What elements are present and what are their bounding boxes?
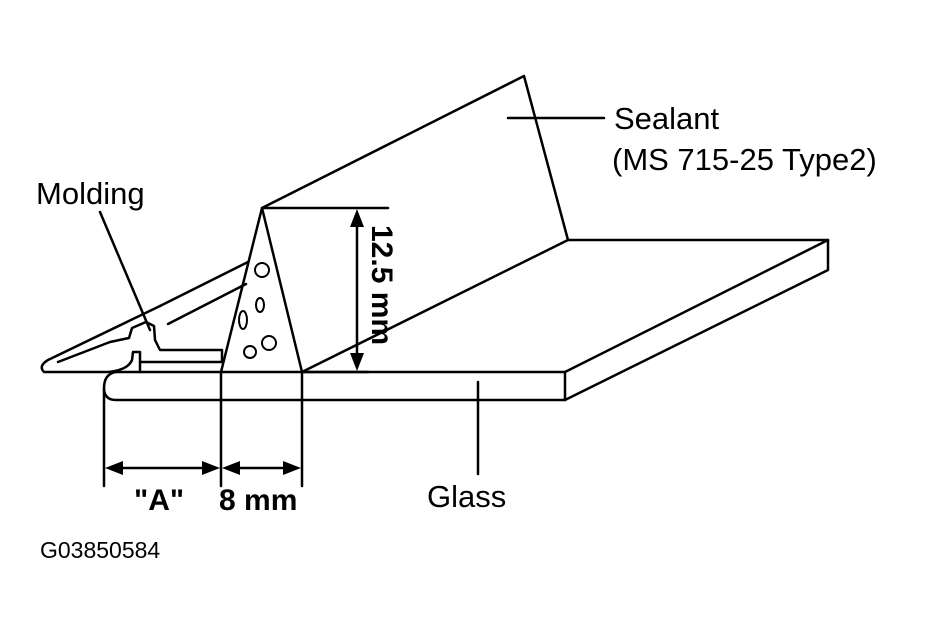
bubble: [254, 262, 270, 278]
arrow-left-icon: [105, 461, 123, 475]
figure-code: G03850584: [40, 537, 160, 563]
glass-label: Glass: [427, 479, 506, 514]
arrow-down-icon: [350, 353, 364, 371]
arrow-left-icon: [222, 461, 240, 475]
height-label: 12.5 mm: [365, 225, 398, 345]
sealant-spec-label: (MS 715-25 Type2): [612, 142, 877, 177]
arrow-right-icon: [283, 461, 301, 475]
bubble: [243, 345, 257, 359]
molding-leader-line: [98, 210, 152, 332]
glass-panel: [102, 238, 830, 402]
dimension-a-label: "A": [134, 484, 184, 517]
molding: [40, 282, 248, 374]
width-label: 8 mm: [219, 484, 297, 517]
molding-label: Molding: [36, 176, 145, 211]
sealant-right-base: [300, 238, 570, 374]
glass-bottom-edge: [102, 370, 567, 402]
air-bubbles: [238, 262, 277, 359]
bubble: [238, 310, 248, 330]
width-dimensions: [102, 370, 304, 488]
arrow-up-icon: [350, 209, 364, 227]
bubble: [255, 297, 265, 313]
bubble: [261, 335, 277, 351]
height-dimension: [260, 206, 390, 374]
sealant-bead: [158, 74, 570, 374]
glass-front-edge: [563, 238, 830, 402]
arrow-right-icon: [202, 461, 220, 475]
molding-top-edge: [166, 282, 248, 326]
molding-profile: [40, 304, 224, 374]
sealant-label: Sealant: [614, 101, 720, 136]
sealant-wall: [260, 74, 570, 242]
sealant-back-left-edge: [158, 260, 250, 308]
